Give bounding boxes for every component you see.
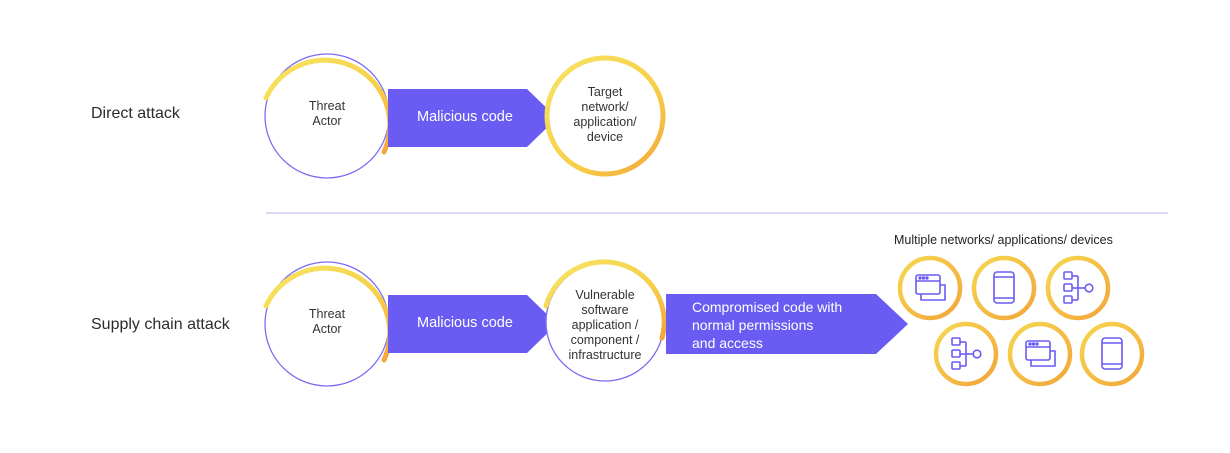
- direct-target-text: Target network/ application/ device: [560, 85, 650, 145]
- target-line-3: application/: [573, 115, 637, 129]
- vulnerable-line-2: software: [581, 303, 629, 317]
- supply-threat-actor-text: Threat Actor: [287, 307, 367, 337]
- target-line-2: network/: [581, 100, 629, 114]
- network-tree-icon: [1063, 271, 1094, 304]
- actor-line: Actor: [312, 114, 342, 128]
- vulnerable-line-1: Vulnerable: [575, 288, 635, 302]
- supply-malicious-code-text: Malicious code: [417, 315, 513, 331]
- browser-window-icon: [915, 274, 946, 301]
- device-circle-1: [897, 255, 963, 321]
- compromised-line-2: normal permissions: [692, 317, 814, 333]
- threat-line: Threat: [308, 99, 346, 113]
- target-line-4: device: [586, 130, 624, 144]
- direct-malicious-code-text: Malicious code: [417, 109, 513, 125]
- device-circle-4: [933, 321, 999, 387]
- multiple-devices-title: Multiple networks/ applications/ devices: [894, 233, 1113, 247]
- compromised-code-arrow: [666, 294, 908, 354]
- tablet-icon: [1101, 337, 1123, 370]
- direct-malicious-code-arrow: [388, 89, 557, 147]
- tablet-icon: [993, 271, 1015, 304]
- vulnerable-software-text: Vulnerable software application / compon…: [555, 288, 655, 363]
- vulnerable-software-circle: [543, 259, 667, 382]
- device-circle-2: [971, 255, 1037, 321]
- vulnerable-line-3: application /: [571, 318, 639, 332]
- compromised-line-1: Compromised code with: [692, 299, 843, 315]
- threat-line: Threat: [308, 307, 346, 321]
- supply-chain-attack-label: Supply chain attack: [91, 316, 230, 333]
- device-circle-6: [1079, 321, 1145, 387]
- direct-threat-actor-text: Threat Actor: [287, 99, 367, 129]
- compromised-line-3: and access: [692, 335, 763, 351]
- supply-malicious-code-arrow: [388, 295, 557, 353]
- device-circle-3: [1045, 255, 1111, 321]
- network-tree-icon: [951, 337, 982, 370]
- device-circle-5: [1007, 321, 1073, 387]
- vulnerable-line-4: component /: [570, 333, 640, 347]
- compromised-code-text: Compromised code with normal permissions…: [692, 298, 842, 352]
- actor-line: Actor: [312, 322, 342, 336]
- target-line-1: Target: [587, 85, 623, 99]
- direct-target-circle: [544, 55, 666, 177]
- vulnerable-line-5: infrastructure: [568, 348, 642, 362]
- browser-window-icon: [1025, 340, 1056, 367]
- direct-attack-label: Direct attack: [91, 105, 180, 122]
